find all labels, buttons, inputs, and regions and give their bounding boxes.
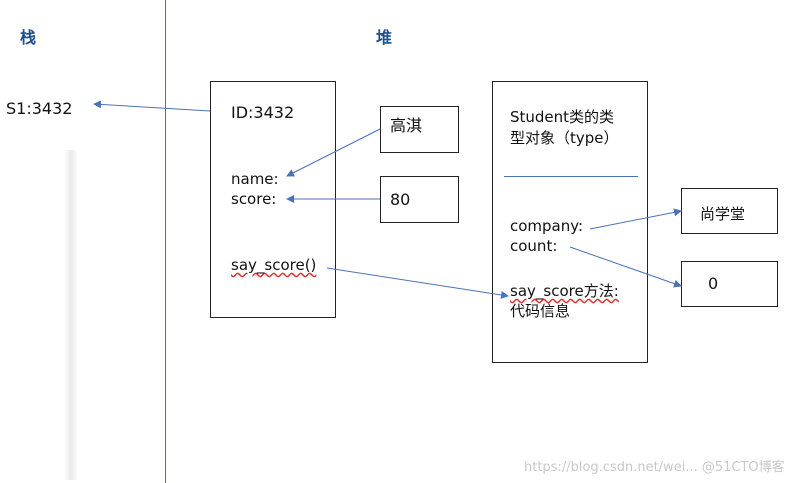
object-score-attr: score: bbox=[231, 190, 277, 208]
arrow-company-to-value bbox=[589, 208, 682, 230]
arrow-object-to-stack bbox=[93, 100, 211, 112]
arrow-name-value-to-attr bbox=[286, 128, 381, 177]
type-method-text: say_score方法: bbox=[510, 282, 619, 300]
company-value: 尚学堂 bbox=[700, 205, 746, 223]
heap-header: 堆 bbox=[376, 28, 393, 47]
name-value-box bbox=[380, 106, 459, 153]
object-id: ID:3432 bbox=[231, 103, 295, 122]
type-object-title-2: 型对象（type） bbox=[510, 129, 619, 147]
type-object-separator bbox=[504, 176, 638, 177]
stack-variable-s1: S1:3432 bbox=[6, 99, 73, 118]
watermark: https://blog.csdn.net/wei... @51CTO博客 bbox=[524, 460, 785, 475]
object-name-attr: name: bbox=[231, 170, 279, 188]
score-value-box bbox=[380, 176, 459, 223]
name-value: 高淇 bbox=[390, 116, 423, 135]
count-value: 0 bbox=[708, 274, 719, 293]
score-value: 80 bbox=[390, 190, 411, 209]
arrow-method-to-type bbox=[326, 267, 509, 299]
arrow-count-to-value bbox=[569, 246, 682, 288]
count-value-box bbox=[681, 261, 778, 307]
type-method-line-2: 代码信息 bbox=[510, 302, 571, 320]
type-object-title-1: Student类的类 bbox=[510, 108, 615, 126]
type-method-line-1: say_score方法: bbox=[510, 281, 619, 301]
type-count-attr: count: bbox=[510, 237, 558, 255]
company-value-box bbox=[681, 188, 778, 234]
stack-header: 栈 bbox=[20, 28, 37, 47]
object-method: say_score() bbox=[231, 256, 317, 274]
stack-heap-divider bbox=[165, 0, 166, 483]
decorative-shadow bbox=[64, 150, 78, 480]
type-object-box bbox=[492, 81, 648, 363]
type-company-attr: company: bbox=[510, 217, 584, 235]
